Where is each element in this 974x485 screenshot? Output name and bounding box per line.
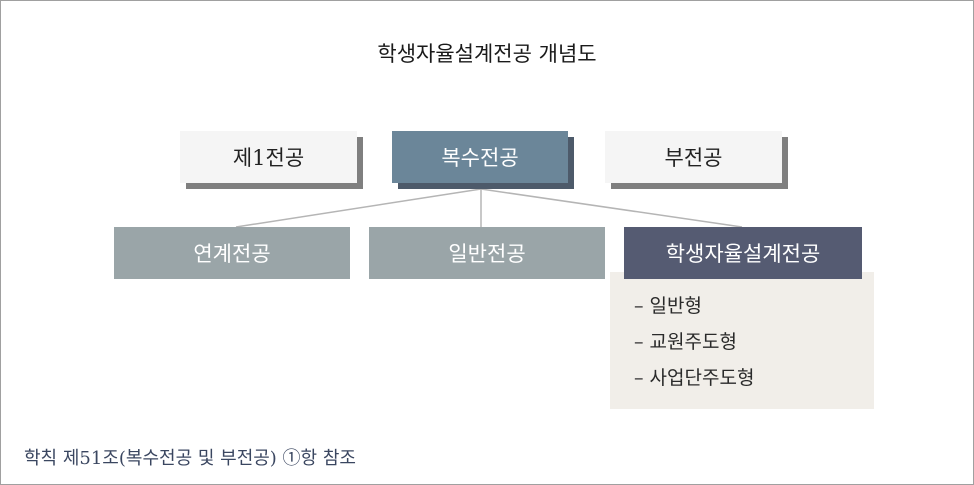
box-minor: 부전공: [605, 131, 782, 183]
box-self-designed-major-label: 학생자율설계전공: [665, 242, 821, 266]
box-double-major: 복수전공: [392, 131, 568, 183]
connector-self-designed-major: [480, 188, 743, 228]
box-linked-major-label: 연계전공: [193, 242, 271, 266]
diagram-title: 학생자율설계전공 개념도: [377, 42, 597, 66]
box-first-major: 제1전공: [180, 131, 357, 183]
sub-type-item: – 교원주도형: [634, 331, 737, 353]
box-minor-label: 부전공: [664, 146, 723, 170]
box-double-major-label: 복수전공: [441, 146, 519, 170]
box-first-major-label: 제1전공: [232, 146, 305, 170]
box-general-major-label: 일반전공: [448, 242, 526, 266]
connector-linked-major: [235, 188, 482, 228]
sub-type-item: – 일반형: [634, 295, 702, 317]
box-general-major: 일반전공: [369, 227, 605, 279]
footnote: 학칙 제51조(복수전공 및 부전공) ①항 참조: [24, 448, 356, 469]
sub-type-item: – 사업단주도형: [634, 367, 755, 389]
box-self-designed-major: 학생자율설계전공: [624, 227, 862, 279]
sub-type-panel: [610, 272, 874, 409]
box-linked-major: 연계전공: [114, 227, 350, 279]
